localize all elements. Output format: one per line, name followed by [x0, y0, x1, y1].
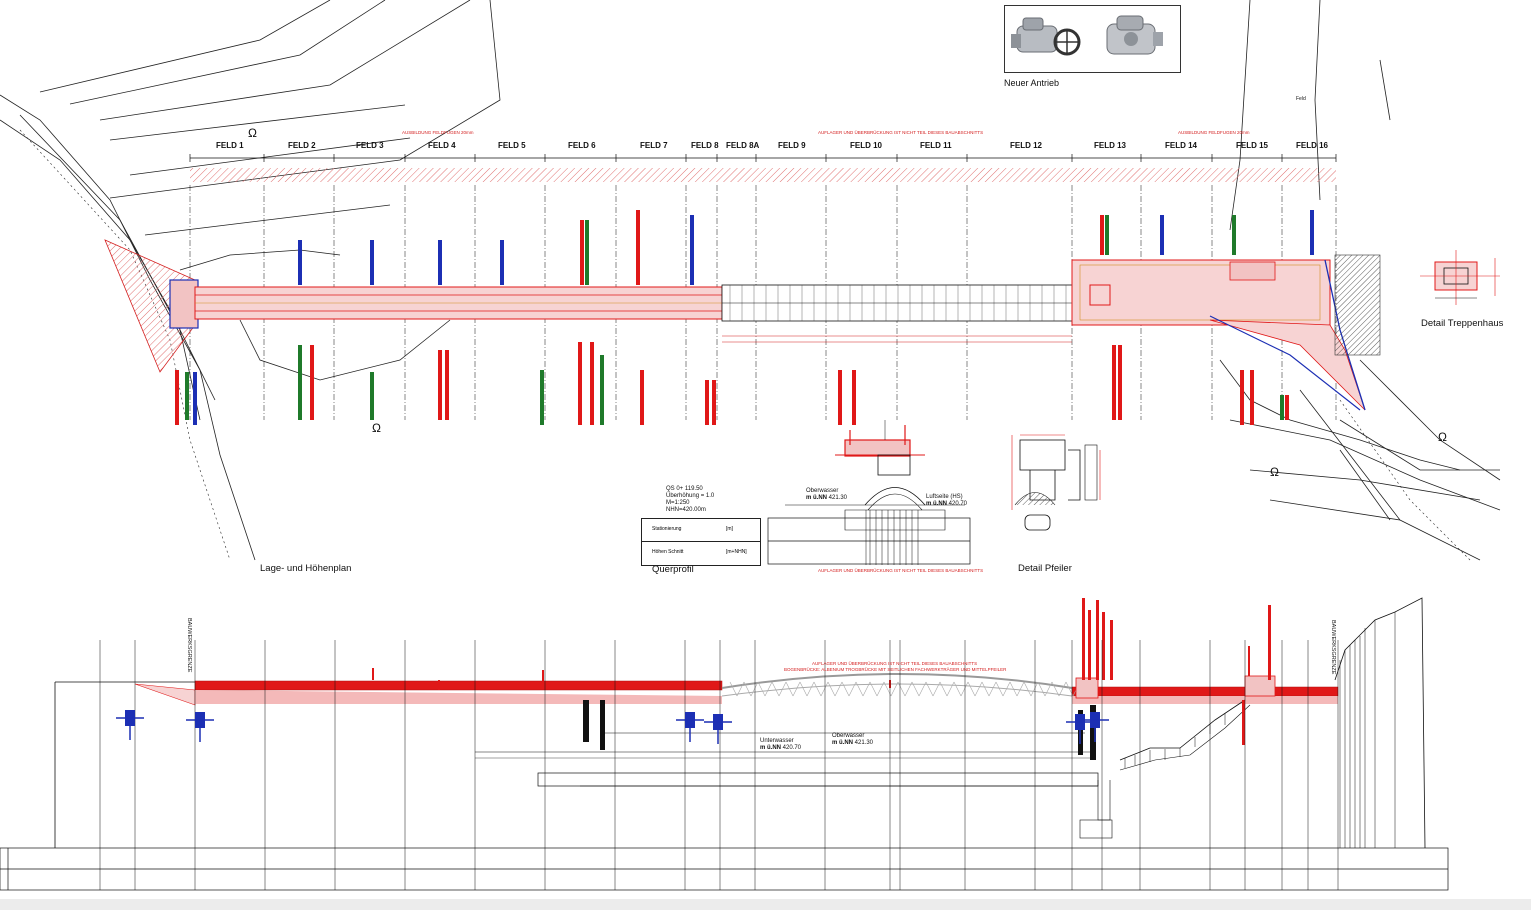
unterwasser-value: 420.70: [782, 745, 802, 751]
road-dotted: [19, 129, 1471, 561]
profile-stations: [99, 640, 1339, 890]
title-lage-hoehenplan: Lage- und Höhenplan: [260, 563, 352, 574]
feld-label: FELD 8A: [726, 141, 760, 150]
baugrenze-right: BAUWERKSGRENZE: [1330, 620, 1336, 675]
feld-label-top-right: Feld: [1296, 96, 1306, 102]
omega-symbol-3: Ω: [1270, 465, 1279, 479]
field-dimension-line: [189, 154, 1337, 162]
row-stationierung-unit: [m]: [726, 526, 733, 532]
feld-label: FELD 6: [568, 141, 596, 150]
feld-label: FELD 3: [356, 141, 384, 150]
querprofil-legend-table: Stationierung [m] Höhen Schnitt [m+NHN]: [641, 518, 761, 566]
actuator-image-1: [1011, 17, 1081, 56]
feld-label: FELD 16: [1296, 141, 1329, 150]
viewer-bottom-bar: [0, 899, 1531, 910]
unterwasser-label: Unterwasser: [760, 738, 794, 744]
feld-label: FELD 11: [920, 141, 952, 150]
querprofil-drawing: [767, 420, 971, 565]
title-querprofil: Querprofil: [652, 564, 694, 575]
profile-note-2: BOGENBRÜCKE: ALBENIUM TROGBRÜCKE MIT SEI…: [784, 667, 1007, 672]
row-hoehen-unit: [m+NHN]: [726, 549, 747, 555]
pier-symbols: [116, 710, 1109, 744]
row-stationierung: Stationierung: [652, 526, 682, 532]
title-detail-treppenhaus: Detail Treppenhaus: [1421, 318, 1504, 329]
feld-label: FELD 12: [1010, 141, 1043, 150]
omega-symbol-4: Ω: [1438, 430, 1447, 444]
plan-note-auflager: AUFLAGER UND ÜBERBRÜCKUNG IST NICHT TEIL…: [818, 568, 984, 573]
profile-note-1: AUFLAGER UND ÜBERBRÜCKUNG IST NICHT TEIL…: [812, 661, 978, 666]
omega-symbol-2: Ω: [372, 421, 381, 435]
feld-label: FELD 8: [691, 141, 719, 150]
lower-dim-lines: [722, 335, 1072, 343]
oberwasser-value: 421.30: [828, 495, 848, 501]
feld-label: FELD 4: [428, 141, 456, 150]
feld-label: FELD 5: [498, 141, 526, 150]
actuator-image-2: [1106, 15, 1163, 55]
luftseite-value: 420.70: [948, 501, 968, 507]
feld-label: FELD 1: [216, 141, 244, 150]
annotation-bars: [175, 210, 1314, 425]
water-level-luftseite: Luftseite (HS) m ü.NN 420.70: [926, 494, 967, 508]
caption-neuer-antrieb: Neuer Antrieb: [1004, 78, 1060, 88]
feld-label: FELD 2: [288, 141, 316, 150]
water-level-oberwasser-profile: Oberwasser m ü.NN 421.30: [832, 733, 873, 747]
profile-table: [0, 847, 1449, 891]
qs-station: QS 0+ 119.50: [666, 486, 703, 492]
luftseite-label: Luftseite (HS): [926, 494, 963, 500]
feld-label: FELD 9: [778, 141, 806, 150]
note-auflager: AUFLAGER UND ÜBERBRÜCKUNG IST NICHT TEIL…: [818, 130, 984, 135]
terrain-lines: [0, 0, 1501, 561]
hatched-zone: [190, 168, 1336, 182]
feld-label: FELD 10: [850, 141, 883, 150]
note-feldfugen-right: AUSBILDUNG FELDFUGEN 20mm: [1178, 130, 1250, 135]
feld-label: FELD 7: [640, 141, 668, 150]
omega-symbol-1: Ω: [248, 126, 257, 140]
feld-label: FELD 14: [1165, 141, 1198, 150]
nn-prefix: m ü.NN: [760, 745, 781, 751]
water-level-unterwasser: Unterwasser m ü.NN 420.70: [760, 738, 801, 752]
massstab: M=1:250: [666, 500, 690, 506]
querprofil-info: QS 0+ 119.50 Überhöhung = 1.0 M=1:250 NH…: [666, 486, 714, 514]
feld-label: FELD 15: [1236, 141, 1269, 150]
oberwasser2-value: 421.30: [854, 740, 874, 746]
baugrenze-left: BAUWERKSGRENZE: [186, 618, 192, 673]
ueberhoehung: Überhöhung = 1.0: [666, 493, 715, 499]
longitudinal-profile: [54, 597, 1426, 849]
detail-treppenhaus: [1420, 250, 1500, 305]
feld-label: FELD 13: [1094, 141, 1127, 150]
nn-prefix: m ü.NN: [926, 501, 947, 507]
photo-neuer-antrieb: [1004, 5, 1181, 73]
oberwasser2-label: Oberwasser: [832, 733, 865, 739]
water-level-oberwasser-q: Oberwasser m ü.NN 421.30: [806, 488, 847, 502]
bridge-plan: [104, 239, 1381, 411]
oberwasser-label: Oberwasser: [806, 488, 839, 494]
note-feldfugen-left: AUSBILDUNG FELDFUGEN 20mm: [402, 130, 474, 135]
title-detail-pfeiler: Detail Pfeiler: [1018, 563, 1072, 574]
nn-prefix: m ü.NN: [806, 495, 827, 501]
nn-prefix: m ü.NN: [832, 740, 853, 746]
row-hoehen: Höhen Schnitt: [652, 549, 684, 555]
detail-pfeiler: [1011, 434, 1101, 531]
bezugshoehe: NHN=420.00m: [666, 507, 706, 513]
